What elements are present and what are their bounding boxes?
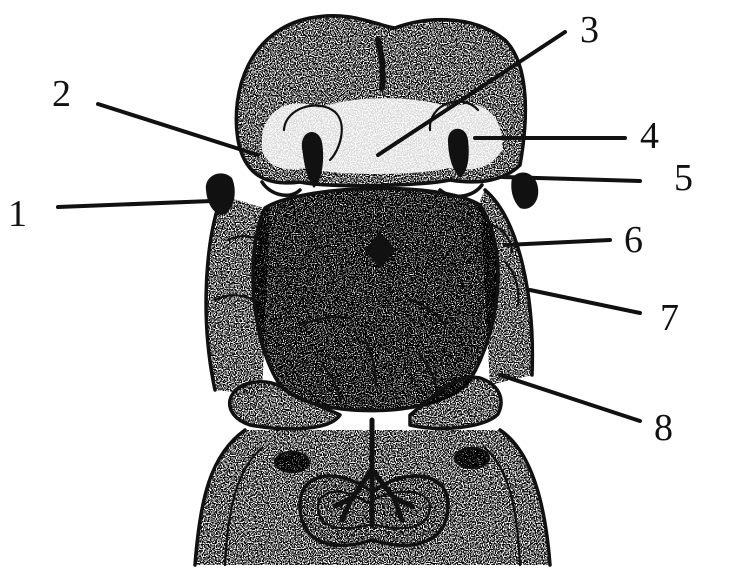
leader-line-2 [98,104,258,155]
head-cap [236,16,525,197]
central-mass [253,188,498,410]
label-7: 7 [660,297,679,339]
leader-line-6 [505,240,610,245]
leader-line-8 [500,375,640,421]
label-8: 8 [654,407,673,449]
label-5: 5 [674,157,693,199]
lower-body [195,420,550,565]
label-3: 3 [580,9,599,51]
label-2: 2 [52,73,71,115]
leader-line-7 [530,290,640,313]
label-1: 1 [8,193,27,235]
label-4: 4 [640,115,659,157]
label-6: 6 [624,219,643,261]
leader-line-1 [58,201,212,207]
